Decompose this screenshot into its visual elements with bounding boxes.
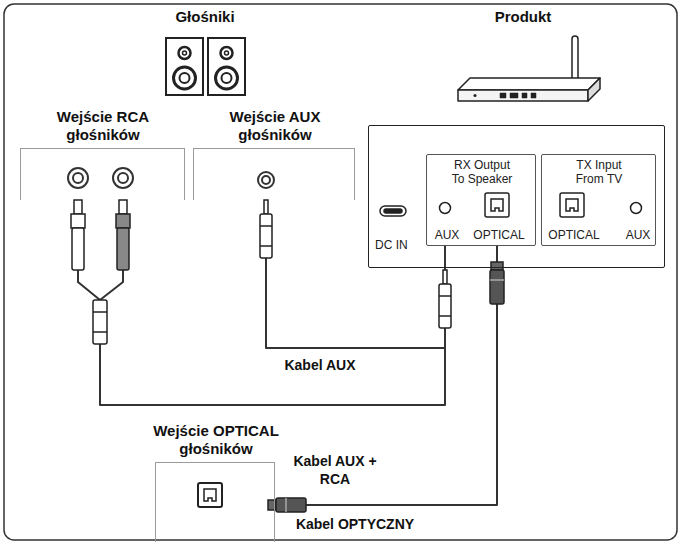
input-group: TX Input From TV OPTICAL AUX [541, 154, 656, 246]
cable-line [100, 200, 445, 405]
cable-line [266, 200, 445, 348]
icon-title: Głośniki [140, 8, 270, 27]
cable-connector [275, 246, 497, 505]
input-frame: Wejście RCA głośników [20, 148, 185, 200]
rca-plugs [71, 200, 130, 344]
rca-jacks [68, 168, 133, 188]
input-frame: Wejście AUX głośników [193, 148, 355, 200]
speakers-icon [166, 38, 245, 95]
port-label: DC IN [375, 238, 408, 252]
input-heading: Wejście OPTICAL głośników [141, 422, 291, 460]
cable-label: Kabel AUX + RCA [285, 452, 385, 488]
aux-plug [439, 270, 451, 328]
optical-jack [198, 483, 222, 507]
port-label: TX Input From TV [569, 158, 629, 187]
aux-plug [260, 200, 272, 258]
port-label: AUX [626, 228, 651, 242]
input-heading: Wejście AUX głośników [205, 108, 345, 146]
icon-title: Produkt [458, 8, 588, 27]
optical-plug [490, 262, 504, 304]
product-ports [380, 193, 642, 217]
cable-connector [100, 200, 445, 405]
product-panel: DC INRX Output To SpeakerAUXOPTICALTX In… [368, 125, 665, 268]
optical-plug [268, 498, 306, 512]
cable-label: Kabel AUX [270, 356, 370, 374]
port-label: OPTICAL [473, 228, 524, 242]
aux-jack [258, 172, 274, 188]
output-group: RX Output To SpeakerAUX OPTICAL [426, 154, 536, 246]
input-heading: Wejście RCA głośników [33, 108, 173, 146]
port-label: OPTICAL [548, 228, 599, 242]
port-label: AUX [435, 228, 460, 242]
product-icon [458, 36, 600, 101]
outer-border [4, 4, 677, 540]
cable-connector [266, 200, 445, 348]
cable-label: Kabel OPTYCZNY [285, 515, 425, 533]
port-label: RX Output To Speaker [449, 158, 515, 187]
input-frame: Wejście OPTICAL głośników [155, 462, 275, 542]
cable-line [275, 246, 497, 505]
